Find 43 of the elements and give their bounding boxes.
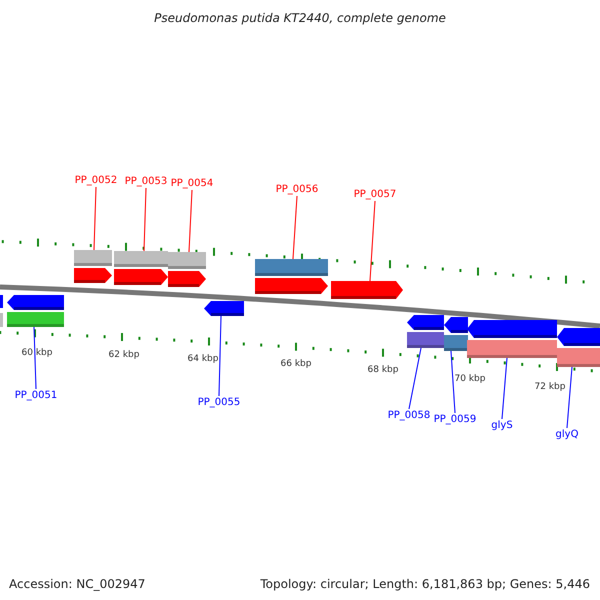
gene-bar — [444, 317, 468, 351]
scale-label: 60 kbp — [22, 347, 52, 360]
accession-text: Accession: NC_002947 — [9, 576, 146, 593]
leader-line — [188, 190, 192, 252]
leader-line — [450, 350, 456, 414]
gene-label: PP_0057 — [354, 188, 396, 201]
gene-label: PP_0053 — [124, 175, 168, 188]
gene-bar — [407, 315, 444, 348]
gene-bar — [204, 301, 244, 316]
scale-label: 66 kbp — [280, 358, 312, 371]
gene-label: PP_0051 — [14, 389, 58, 402]
leader-line — [566, 366, 572, 428]
gene-label: PP_0059 — [434, 413, 476, 426]
gene-bar — [168, 252, 206, 287]
diagram-title: Pseudomonas putida KT2440, complete genome — [154, 10, 446, 27]
leader-line — [370, 200, 376, 282]
gene-label: PP_0055 — [198, 396, 240, 409]
leader-line — [34, 326, 36, 390]
leader-line — [218, 316, 222, 396]
gene-bar — [114, 251, 168, 285]
gene-label: PP_0054 — [170, 177, 214, 190]
scale-label: 72 kbp — [534, 381, 566, 394]
gene-label: PP_0056 — [276, 183, 318, 196]
leader-line — [408, 348, 422, 410]
leader-line — [292, 196, 298, 260]
scale-label: 64 kbp — [188, 353, 218, 366]
gene-bar — [331, 281, 403, 299]
genome-summary-text: Topology: circular; Length: 6,181,863 bp; Genes: 5,446 — [260, 576, 590, 593]
gene-label: PP_0058 — [388, 409, 430, 422]
scale-label: 70 kbp — [454, 373, 486, 386]
scale-label: 68 kbp — [368, 364, 398, 377]
gene-bar — [557, 328, 600, 367]
gene-bar — [255, 259, 328, 294]
gene-label: glyS — [491, 419, 513, 432]
gene-bar — [74, 250, 112, 283]
gene-bar — [7, 295, 64, 327]
gene-label: glyQ — [556, 428, 578, 441]
gene-bar — [467, 320, 557, 358]
leader-line — [502, 358, 508, 420]
gene-label: PP_0052 — [74, 174, 118, 187]
leader-line — [144, 188, 146, 252]
scale-label: 62 kbp — [108, 349, 140, 362]
leader-line — [94, 186, 96, 250]
